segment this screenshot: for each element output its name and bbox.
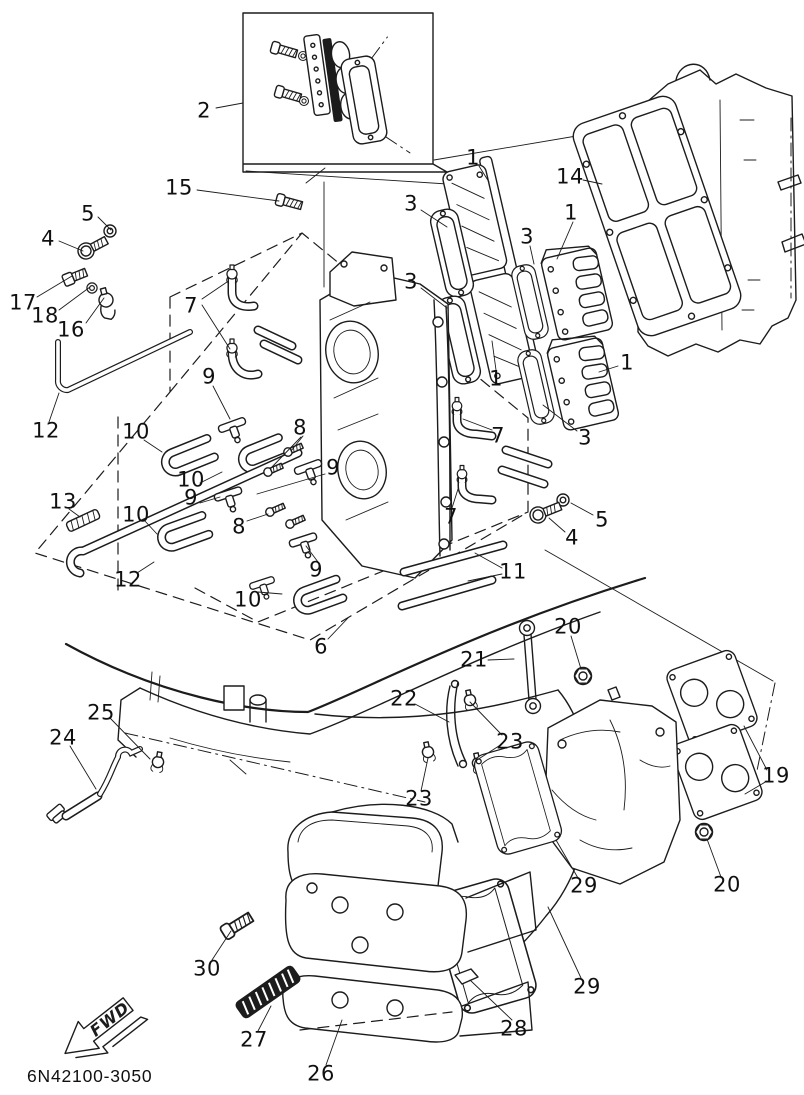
callout-23a: 23 [496,729,524,754]
callout-30: 30 [193,956,221,981]
callout-5: 5 [81,201,95,226]
lower-intake-assembly [419,619,766,1017]
callout-27: 27 [240,1027,268,1052]
callout-3b: 3 [520,224,534,249]
callout-12b: 12 [114,567,142,592]
callout-28: 28 [500,1016,528,1041]
callout-29a: 29 [570,873,598,898]
bolt-15 [274,192,304,213]
nut-20a [573,666,593,686]
callout-7c: 7 [444,504,458,529]
clamp-25 [149,750,167,774]
callout-6: 6 [314,634,328,659]
fwd-label: FWD [86,998,133,1041]
reed-valve-assembly-1a [537,238,616,342]
callout-9a: 9 [202,364,216,389]
callout-11: 11 [499,559,527,584]
intake-gasket-14 [572,95,742,337]
callout-26: 26 [307,1061,335,1086]
elbow-fittings-7 [451,396,553,505]
bracket-22 [446,679,468,769]
callout-15: 15 [165,175,193,200]
callout-10a: 10 [122,419,150,444]
callout-22: 22 [390,686,418,711]
callout-20a: 20 [554,614,582,639]
callout-1c: 1 [489,366,503,391]
callout-20b: 20 [713,872,741,897]
callout-3a: 3 [404,191,418,216]
yamaha-badge-27 [235,965,301,1019]
fwd-arrow: FWD [64,997,149,1059]
intake-silencer [218,803,537,1043]
callout-9d: 9 [309,557,323,582]
callout-2: 2 [197,98,211,123]
callout-14: 14 [556,164,584,189]
callout-1a: 1 [466,145,480,170]
callout-8b: 8 [232,514,246,539]
callout-21: 21 [460,647,488,672]
intake-manifold-body [319,251,453,579]
reed-valve-assembly-1b [543,328,622,432]
callout-9c: 9 [184,485,198,510]
link-rod-21 [518,619,542,715]
callout-16: 16 [57,317,85,342]
right-screw-washer [529,493,570,524]
callout-17: 17 [9,290,37,315]
callout-13: 13 [49,489,77,514]
callout-10b: 10 [177,467,205,492]
callout-1b: 1 [564,200,578,225]
callout-29b: 29 [573,974,601,999]
construction-lines [34,117,792,803]
callout-24: 24 [49,725,77,750]
callout-12a: 12 [32,418,60,443]
nut-20b [694,822,714,842]
washer-5 [103,224,117,238]
lower-manifold-body [543,686,681,885]
callout-5b: 5 [595,507,609,532]
upper-left-fasteners [61,192,304,321]
callout-7a: 7 [184,293,198,318]
fuel-hoses [54,329,508,615]
callout-8a: 8 [293,415,307,440]
breather-hoses-7 [226,264,303,380]
callout-18: 18 [31,303,59,328]
bolt-30 [218,909,256,942]
callout-1d: 1 [620,350,634,375]
clamp-16 [98,287,116,321]
callout-9b: 9 [326,455,340,480]
plug-17 [61,267,89,287]
callout-3c: 3 [404,269,418,294]
callout-3d: 3 [578,425,592,450]
callout-23b: 23 [405,786,433,811]
callout-19: 19 [762,763,790,788]
screw-4 [77,235,109,260]
callout-4: 4 [41,226,55,251]
callout-4b: 4 [565,525,579,550]
part-code: 6N42100-3050 [27,1066,153,1086]
bolt-13 [65,508,101,532]
leader-lines [36,102,768,1066]
callout-25: 25 [87,700,115,725]
drain-tube-24 [46,746,167,824]
detail-inset-box [242,12,448,173]
callout-10d: 10 [234,587,262,612]
callout-10c: 10 [122,502,150,527]
callout-7b: 7 [491,423,505,448]
